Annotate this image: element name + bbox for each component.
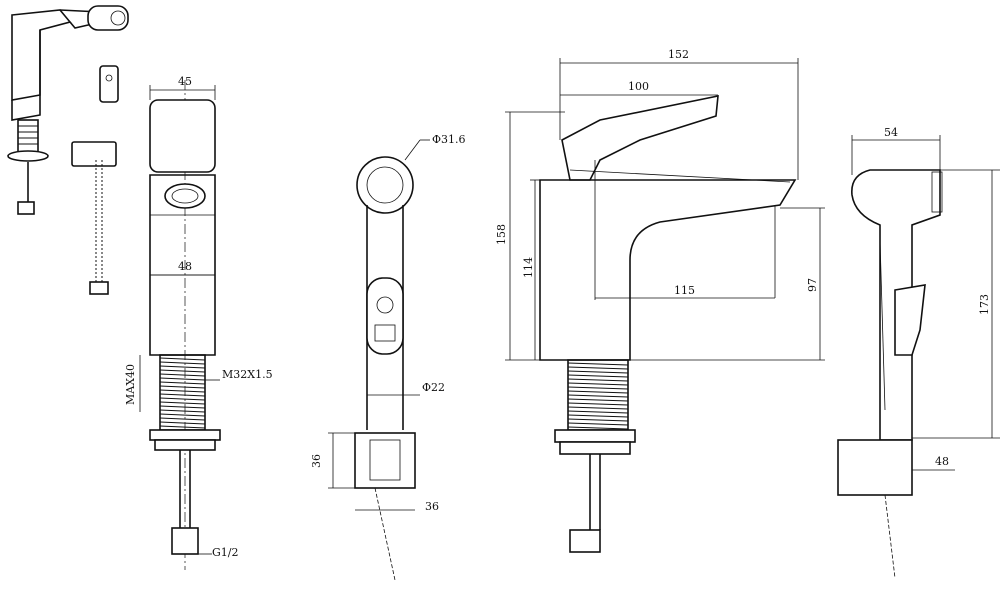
dim-lever-length: 100 <box>628 80 649 93</box>
front-view <box>139 80 221 570</box>
dim-spout-reach: 115 <box>674 284 695 297</box>
dim-front-width: 45 <box>178 75 192 88</box>
thread-line <box>567 406 629 410</box>
thread-line <box>567 398 629 402</box>
thread-line <box>159 401 206 405</box>
thread-line <box>567 374 629 378</box>
thread-line <box>159 409 206 413</box>
thread-line <box>159 417 206 421</box>
dim-sprayer-height: 173 <box>978 294 991 315</box>
thread-line <box>567 378 629 382</box>
thread-line <box>567 366 629 370</box>
thread-line <box>567 370 629 374</box>
thread-line <box>159 373 206 377</box>
dim-max-thickness: MAX40 <box>124 364 137 405</box>
thread-line <box>159 389 206 393</box>
thread-line <box>159 385 206 389</box>
thread-line <box>567 414 629 418</box>
thread-line <box>159 381 206 385</box>
sprayer-side-view <box>837 135 1000 579</box>
thread-line <box>567 418 629 422</box>
dim-total-length: 152 <box>668 48 689 61</box>
thread-line <box>567 362 629 366</box>
thread-line <box>159 377 206 381</box>
dim-spout-height: 97 <box>806 278 819 292</box>
thread-line <box>567 394 629 398</box>
isometric-view <box>7 5 129 295</box>
thread-line <box>567 390 629 394</box>
dim-total-height: 158 <box>495 224 508 245</box>
thread-line <box>159 421 206 425</box>
thread-line <box>567 402 629 406</box>
thread-line <box>159 357 206 361</box>
dim-spray-handle-dia: Φ22 <box>422 381 445 394</box>
dim-sprayer-holder-width: 48 <box>935 455 949 468</box>
sprayer-front-view <box>328 139 430 581</box>
dim-inlet: G1/2 <box>212 546 239 559</box>
thread-line <box>159 393 206 397</box>
dim-sprayer-width: 54 <box>884 126 898 139</box>
thread-line <box>159 405 206 409</box>
thread-line <box>159 413 206 417</box>
thread-line <box>567 410 629 414</box>
thread-line <box>159 361 206 365</box>
dim-spray-head-dia: Φ31.6 <box>432 133 466 146</box>
side-view <box>505 58 825 553</box>
dim-body-height: 114 <box>522 257 535 278</box>
dim-front-body: 48 <box>178 260 192 273</box>
thread-line <box>159 397 206 401</box>
thread-line <box>159 425 206 429</box>
thread-line <box>567 386 629 390</box>
thread-line <box>567 426 629 430</box>
dim-holder-height: 36 <box>310 454 323 468</box>
thread-line <box>159 369 206 373</box>
thread-line <box>159 365 206 369</box>
thread-line <box>567 422 629 426</box>
dim-thread: M32X1.5 <box>222 368 273 381</box>
dim-holder-width: 36 <box>425 500 439 513</box>
thread-line <box>567 382 629 386</box>
